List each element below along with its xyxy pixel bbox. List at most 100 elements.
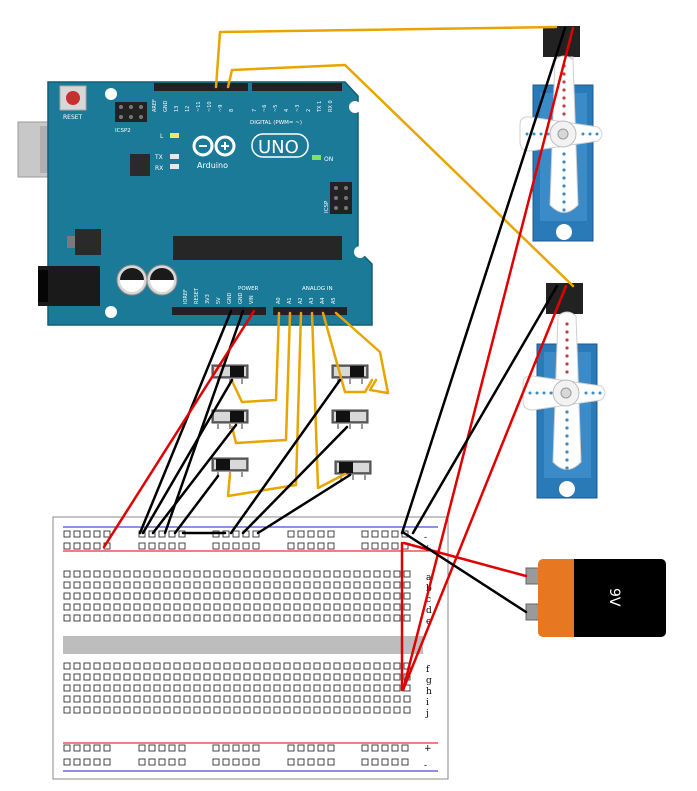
breadboard-hole (373, 673, 381, 681)
rail-hole (148, 542, 156, 550)
capacitor-icon (116, 264, 148, 296)
breadboard-hole (233, 695, 241, 703)
breadboard-hole (153, 603, 161, 611)
breadboard-hole (163, 570, 171, 578)
breadboard-hole (193, 570, 201, 578)
breadboard-hole (343, 706, 351, 714)
breadboard-hole (353, 706, 361, 714)
breadboard-hole (313, 706, 321, 714)
breadboard-hole (93, 614, 101, 622)
breadboard-hole (313, 662, 321, 670)
rail-hole (381, 744, 389, 752)
mounting-hole (105, 88, 117, 100)
breadboard-hole (163, 581, 171, 589)
switch-slider[interactable] (336, 411, 350, 422)
breadboard-hole (93, 603, 101, 611)
breadboard-hole (173, 673, 181, 681)
rail-hole (401, 744, 409, 752)
wire-servo1-power (401, 26, 575, 692)
breadboard-hole (133, 673, 141, 681)
breadboard-hole (233, 581, 241, 589)
breadboard-hole (93, 695, 101, 703)
breadboard-hole (143, 673, 151, 681)
breadboard-hole (83, 662, 91, 670)
rail-hole (212, 542, 220, 550)
breadboard-hole (303, 706, 311, 714)
breadboard-hole (203, 662, 211, 670)
breadboard-hole (403, 581, 411, 589)
row-label-j: j (425, 709, 429, 719)
breadboard-hole (163, 614, 171, 622)
breadboard-hole (213, 603, 221, 611)
rail-hole (287, 758, 295, 766)
breadboard-hole (203, 614, 211, 622)
slide-switch-2[interactable] (211, 409, 249, 429)
breadboard-hole (183, 662, 191, 670)
slide-switch-6[interactable] (334, 460, 372, 480)
breadboard-hole (323, 581, 331, 589)
breadboard-hole (283, 673, 291, 681)
slide-switch-5[interactable] (331, 409, 369, 429)
breadboard-hole (133, 603, 141, 611)
breadboard-hole (323, 570, 331, 578)
breadboard-hole (263, 673, 271, 681)
rail-hole (103, 530, 111, 538)
breadboard-hole (223, 706, 231, 714)
breadboard-hole (193, 603, 201, 611)
rail-hole (232, 530, 240, 538)
digital-pin-label: 2 (306, 109, 312, 112)
breadboard-hole (83, 673, 91, 681)
breadboard-hole (123, 581, 131, 589)
wire-switch3-ground (173, 474, 220, 535)
breadboard-hole (123, 673, 131, 681)
rail-hole (361, 530, 369, 538)
wire-servo2-power (401, 284, 568, 692)
breadboard-hole (143, 570, 151, 578)
breadboard-hole (243, 614, 251, 622)
breadboard-hole (273, 706, 281, 714)
breadboard-hole (343, 662, 351, 670)
breadboard-hole (163, 695, 171, 703)
breadboard-hole (63, 673, 71, 681)
breadboard-hole (383, 684, 391, 692)
battery-label: 9V (606, 588, 622, 607)
rail-hole (93, 542, 101, 550)
breadboard-hole (153, 695, 161, 703)
rail-hole (138, 542, 146, 550)
breadboard-hole (103, 592, 111, 600)
breadboard-hole (243, 706, 251, 714)
breadboard-hole (383, 570, 391, 578)
breadboard-hole (353, 592, 361, 600)
battery-terminal-positive (525, 567, 541, 585)
rail-hole (93, 744, 101, 752)
breadboard-hole (253, 673, 261, 681)
digital-pin-label: ~6 (262, 105, 268, 112)
icsp-label: ICSP (324, 200, 330, 213)
breadboard-hole (303, 684, 311, 692)
breadboard-hole (193, 592, 201, 600)
breadboard-hole (403, 592, 411, 600)
row-label-i: i (426, 698, 429, 708)
breadboard-hole (83, 614, 91, 622)
breadboard-hole (323, 662, 331, 670)
switch-slider[interactable] (230, 411, 244, 422)
led-rx (170, 164, 179, 169)
breadboard-hole (223, 614, 231, 622)
breadboard-hole (173, 570, 181, 578)
switch-slider[interactable] (350, 366, 364, 377)
breadboard-hole (253, 603, 261, 611)
reset-button-cap[interactable] (66, 91, 80, 105)
digital-pin-label: 4 (284, 109, 290, 112)
breadboard-hole (73, 706, 81, 714)
switch-slider[interactable] (216, 459, 230, 470)
breadboard-hole (73, 581, 81, 589)
power-pin-label: 3V3 (205, 294, 211, 304)
switch-slider[interactable] (339, 462, 353, 473)
breadboard-hole (393, 581, 401, 589)
rail-hole (178, 758, 186, 766)
breadboard-hole (143, 581, 151, 589)
power-pin-label: GND (227, 292, 233, 304)
switch-slider[interactable] (230, 366, 244, 377)
breadboard-hole (63, 662, 71, 670)
